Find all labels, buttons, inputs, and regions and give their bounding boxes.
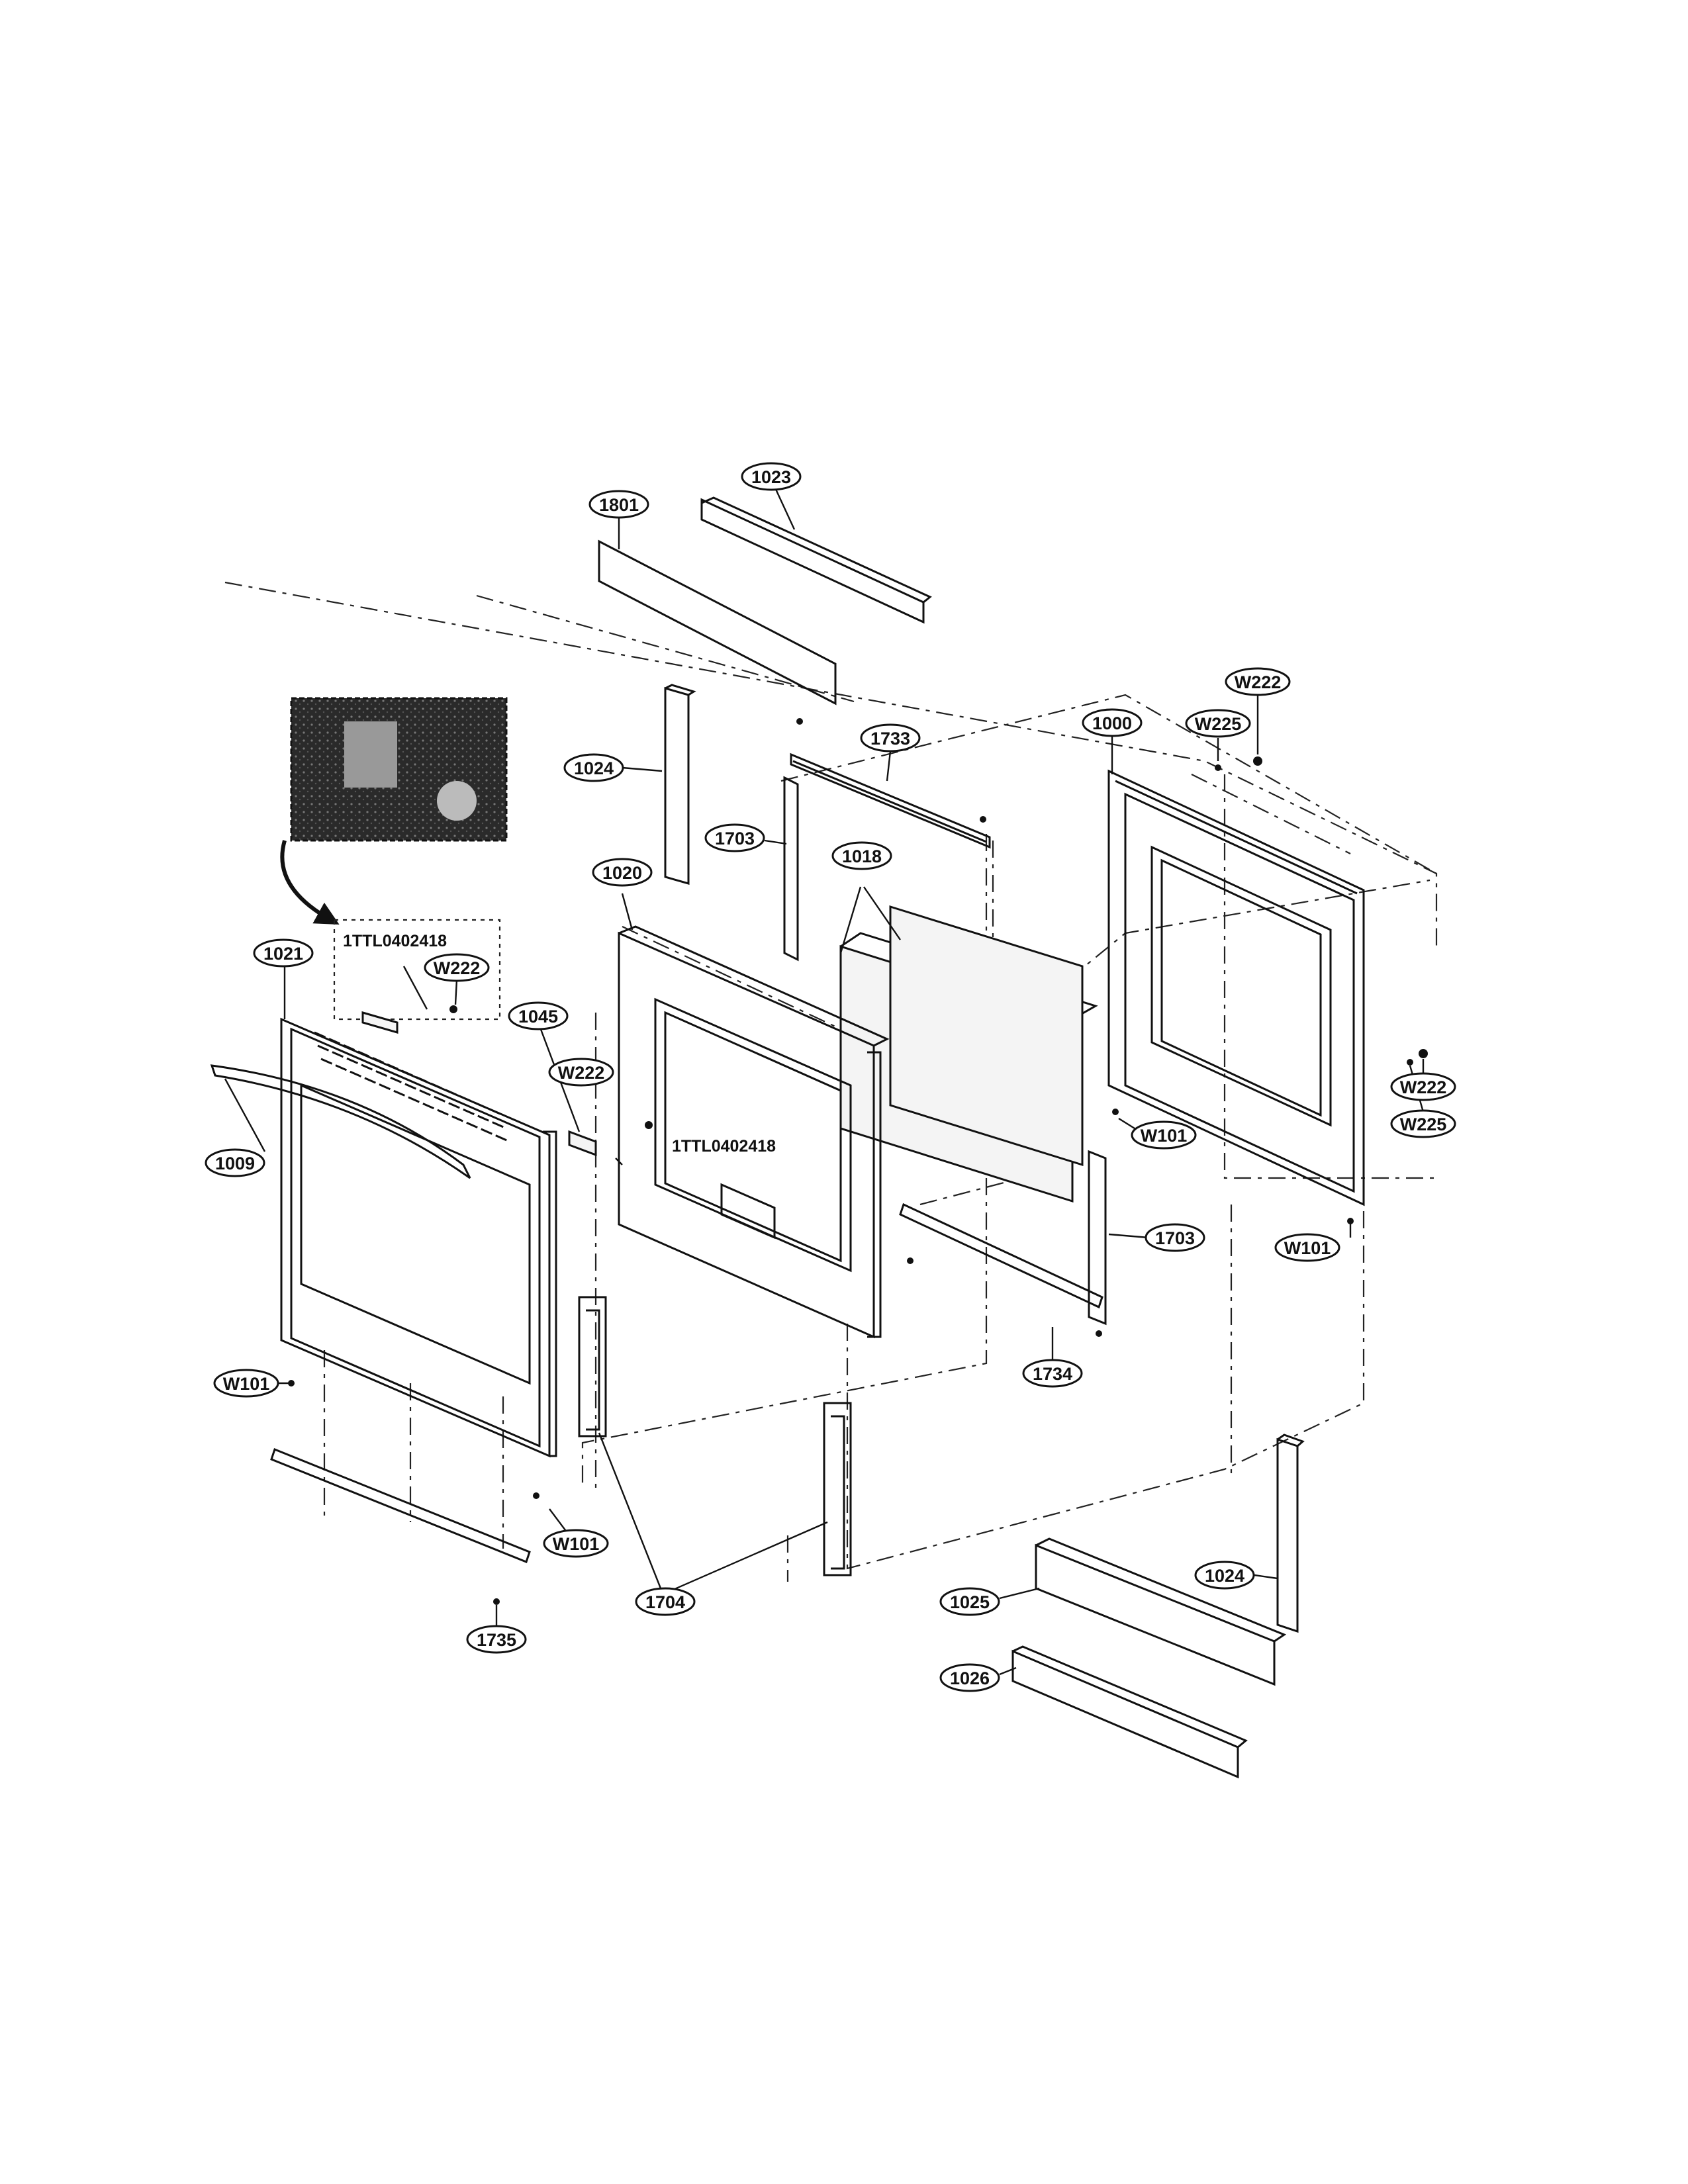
svg-text:W225: W225 bbox=[1400, 1115, 1447, 1134]
callout-1023: 1023 bbox=[741, 462, 802, 491]
callout-1026: 1026 bbox=[939, 1663, 1000, 1692]
svg-text:1703: 1703 bbox=[715, 829, 755, 848]
svg-text:W101: W101 bbox=[1141, 1126, 1188, 1146]
part-1024-vertical-bar bbox=[664, 684, 696, 885]
part-1704-hinges bbox=[578, 1296, 852, 1576]
svg-text:1025: 1025 bbox=[950, 1592, 990, 1612]
part-1703-side-trim-left bbox=[783, 776, 799, 962]
callout-W101-bottom: W101 bbox=[543, 1529, 609, 1558]
part-1021-outer-door bbox=[280, 1017, 557, 1458]
callout-W101-mid: W101 bbox=[1131, 1120, 1197, 1150]
svg-text:W222: W222 bbox=[558, 1063, 605, 1083]
callout-1801: 1801 bbox=[588, 490, 649, 519]
part-1733-top-trim bbox=[790, 718, 991, 849]
part-1023-strip bbox=[700, 496, 932, 624]
part-1734-bottom-trim bbox=[899, 1203, 1103, 1337]
callout-1024-upper: 1024 bbox=[563, 753, 624, 782]
part-1045-bracket bbox=[568, 1130, 597, 1157]
callout-1000: 1000 bbox=[1082, 708, 1143, 737]
callout-W101-left: W101 bbox=[213, 1369, 279, 1398]
callout-1020: 1020 bbox=[592, 858, 653, 887]
callout-W225-top: W225 bbox=[1185, 709, 1251, 738]
svg-text:1020: 1020 bbox=[602, 863, 642, 883]
callout-1024-lower: 1024 bbox=[1194, 1561, 1255, 1590]
callout-W222-mid: W222 bbox=[548, 1058, 614, 1087]
svg-text:1000: 1000 bbox=[1092, 713, 1132, 733]
callout-1703-upper: 1703 bbox=[704, 823, 765, 852]
svg-text:1733: 1733 bbox=[870, 729, 910, 749]
svg-text:W101: W101 bbox=[553, 1534, 600, 1554]
svg-text:1801: 1801 bbox=[599, 495, 639, 515]
callout-1703-lower: 1703 bbox=[1145, 1223, 1205, 1252]
svg-text:1009: 1009 bbox=[215, 1154, 255, 1173]
callout-1734: 1734 bbox=[1022, 1359, 1083, 1388]
part-1703-side-trim-right bbox=[1088, 1150, 1107, 1326]
part-1735-bottom-trim bbox=[270, 1380, 539, 1605]
callout-1704: 1704 bbox=[635, 1587, 696, 1616]
callout-1021: 1021 bbox=[253, 938, 314, 968]
detail-part-label: 1TTL0402418 bbox=[343, 932, 447, 950]
callout-1025: 1025 bbox=[939, 1587, 1000, 1616]
svg-text:1024: 1024 bbox=[1205, 1566, 1244, 1586]
svg-text:1734: 1734 bbox=[1033, 1364, 1072, 1384]
callout-W222-right: W222 bbox=[1390, 1072, 1456, 1101]
callout-1735: 1735 bbox=[466, 1625, 527, 1654]
callout-W222-detail: W222 bbox=[424, 953, 490, 982]
svg-text:1018: 1018 bbox=[842, 846, 882, 866]
part-1020-door-liner bbox=[618, 925, 890, 1339]
curved-arrow-icon bbox=[280, 840, 340, 925]
svg-text:1021: 1021 bbox=[263, 944, 303, 964]
part-1801-panel bbox=[598, 539, 837, 705]
part-1024-lower-bar bbox=[1276, 1433, 1305, 1633]
part-1018-glass bbox=[839, 905, 1098, 1203]
callout-W101-right: W101 bbox=[1274, 1233, 1340, 1262]
svg-text:1045: 1045 bbox=[518, 1007, 558, 1026]
svg-text:1703: 1703 bbox=[1155, 1228, 1195, 1248]
part-1025-panel bbox=[1035, 1537, 1287, 1686]
callout-1733: 1733 bbox=[860, 723, 921, 752]
svg-text:1735: 1735 bbox=[477, 1630, 516, 1650]
svg-text:W222: W222 bbox=[1400, 1077, 1447, 1097]
leader-lines bbox=[224, 486, 1425, 1676]
detail-box: 1TTL0402418 bbox=[333, 919, 501, 1034]
detail-photo-icon bbox=[290, 697, 508, 842]
svg-text:W101: W101 bbox=[1284, 1238, 1331, 1258]
svg-text:1026: 1026 bbox=[950, 1668, 990, 1688]
svg-text:1704: 1704 bbox=[645, 1592, 685, 1612]
hinge-part-label: 1TTL0402418 bbox=[672, 1137, 776, 1156]
callout-1009: 1009 bbox=[205, 1148, 265, 1177]
svg-text:W222: W222 bbox=[1235, 672, 1282, 692]
callout-1018: 1018 bbox=[831, 841, 892, 870]
svg-text:W225: W225 bbox=[1195, 714, 1242, 734]
svg-text:1023: 1023 bbox=[751, 467, 791, 487]
svg-text:W101: W101 bbox=[223, 1374, 270, 1394]
svg-text:1024: 1024 bbox=[574, 758, 614, 778]
callout-1045: 1045 bbox=[508, 1001, 569, 1030]
callout-W225-right: W225 bbox=[1390, 1109, 1456, 1138]
part-1009-handle bbox=[210, 1064, 471, 1179]
part-1026-panel bbox=[1011, 1645, 1248, 1779]
part-1000-inner-frame bbox=[1107, 756, 1365, 1206]
callout-W222-top: W222 bbox=[1225, 667, 1291, 696]
svg-text:W222: W222 bbox=[434, 958, 481, 978]
